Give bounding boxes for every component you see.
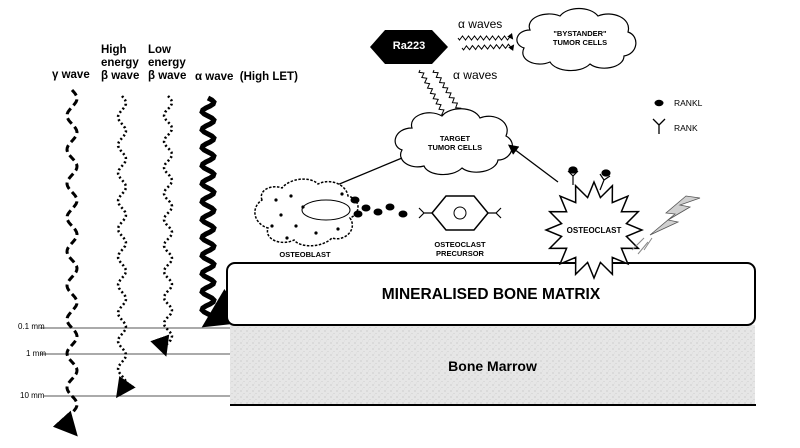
rankl-legend-icon (654, 99, 664, 107)
alpha-squiggle-to-bystander-2 (461, 43, 515, 51)
osteoclast-cell (544, 180, 644, 280)
target-tumor-cells-label: TARGET TUMOR CELLS (415, 134, 495, 152)
ra223-hexagon (370, 30, 448, 64)
osteoclast-precursor-nucleus (453, 206, 467, 220)
alpha-wave (199, 95, 247, 328)
rankl-cluster (350, 196, 408, 218)
target-line-1: TARGET (439, 134, 471, 143)
low-beta-line-2: energy (148, 57, 186, 69)
low-beta-line-1: Low (148, 44, 171, 56)
high-beta-line-3: β wave (101, 70, 140, 82)
bystander-tumor-cells-label: "BYSTANDER" TUMOR CELLS (540, 29, 620, 47)
gamma-wave (52, 88, 79, 437)
osteoblast-label: OSTEOBLAST (279, 250, 331, 259)
alpha-waves-label-mid: α waves (453, 68, 498, 82)
high-beta-line-1: High (101, 44, 127, 56)
depth-label-0-1mm: 0.1 mm (18, 322, 45, 331)
osteoclast-precursor-label: OSTEOCLAST PRECURSOR (424, 240, 496, 258)
ra223-label: Ra223 (392, 40, 426, 52)
bone-marrow-label: Bone Marrow (448, 358, 537, 374)
alpha-squiggle-to-target-2 (432, 69, 464, 116)
rank-legend-label: RANK (674, 123, 698, 133)
precursor-rank-receptors (418, 207, 502, 219)
lightning-bolt-icon (649, 195, 701, 236)
low-beta-line-3: β wave (148, 70, 187, 82)
arrow-osteoclast-to-target (507, 144, 559, 183)
precursor-line-1: OSTEOCLAST (434, 240, 486, 249)
bone-marrow-region (230, 325, 755, 405)
osteoblast-granules (270, 192, 344, 240)
alpha-waves-label-top: α waves (458, 17, 503, 31)
bone-matrix-label: MINERALISED BONE MATRIX (381, 286, 601, 303)
depth-label-1mm: 1 mm (26, 349, 46, 358)
low-energy-beta-label: Low energy β wave (148, 44, 186, 83)
alpha-squiggle-to-target (418, 69, 451, 120)
osteoclast-rank-rankl (567, 166, 611, 191)
high-energy-beta-wave (116, 95, 136, 399)
lightning-streaks (631, 237, 653, 255)
high-beta-line-2: energy (101, 57, 139, 69)
gamma-wave-label: γ wave (52, 69, 90, 81)
bystander-line-1: "BYSTANDER" (553, 29, 607, 38)
alpha-wave-label: α wave (High LET) (195, 71, 298, 83)
bystander-tumor-cells-cloud (516, 7, 637, 72)
rank-legend-icon (652, 118, 666, 134)
depth-label-10mm: 10 mm (20, 391, 45, 400)
bystander-line-2: TUMOR CELLS (552, 38, 608, 47)
target-line-2: TUMOR CELLS (427, 143, 483, 152)
alpha-squiggle-to-bystander (457, 33, 514, 41)
rankl-legend-label: RANKL (674, 98, 703, 108)
osteoblast-nucleus (301, 199, 351, 221)
osteoclast-label: OSTEOCLAST (566, 226, 622, 235)
precursor-line-2: PRECURSOR (436, 249, 484, 258)
mineralised-bone-matrix (226, 262, 756, 326)
high-energy-beta-label: High energy β wave (101, 44, 139, 83)
low-energy-beta-wave (150, 95, 174, 357)
